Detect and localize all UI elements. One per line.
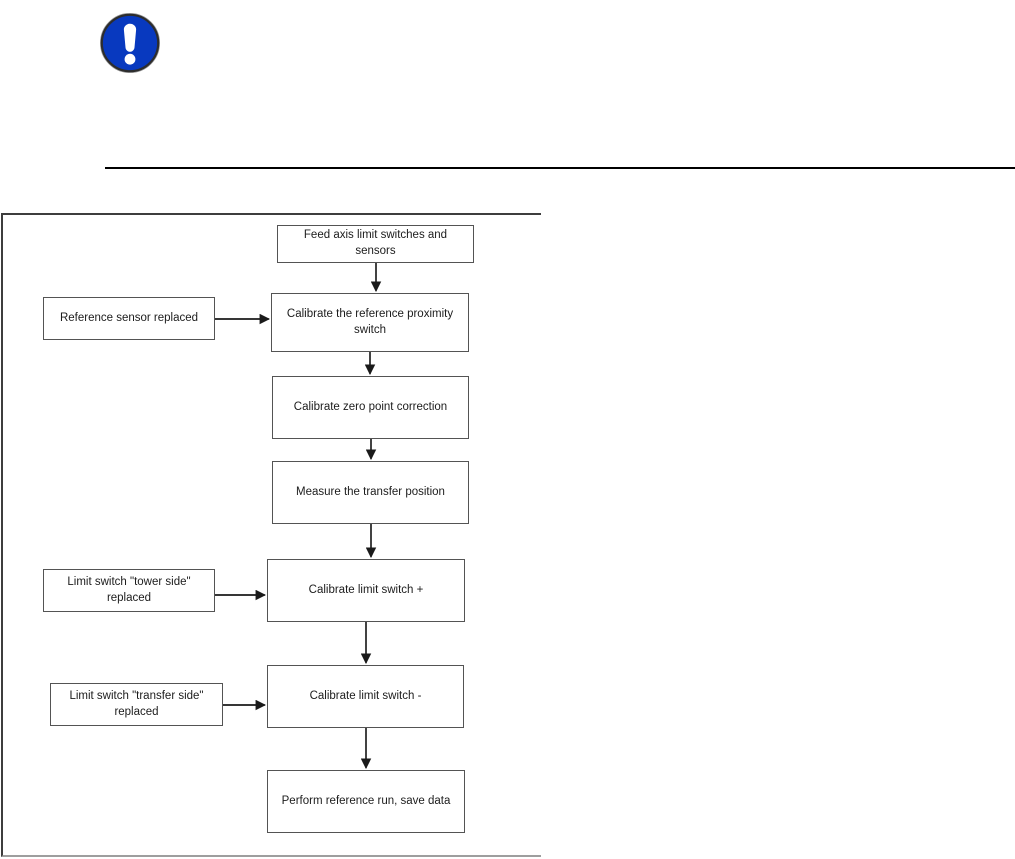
flow-step-calibrate-limit-switch-plus: Calibrate limit switch + — [267, 559, 465, 622]
flow-step-feed-axis-title: Feed axis limit switches and sensors — [277, 225, 474, 263]
flow-step-calibrate-limit-switch-minus: Calibrate limit switch - — [267, 665, 464, 728]
flowchart-frame: Feed axis limit switches and sensors Cal… — [1, 213, 541, 857]
flow-step-calibrate-reference-proximity-switch: Calibrate the reference proximity switch — [271, 293, 469, 352]
section-divider — [105, 167, 1015, 169]
notice-exclamation-icon — [100, 13, 160, 73]
flow-condition-limit-switch-tower-side-replaced: Limit switch "tower side" replaced — [43, 569, 215, 612]
flowchart: Feed axis limit switches and sensors Cal… — [3, 215, 541, 855]
flow-condition-reference-sensor-replaced: Reference sensor replaced — [43, 297, 215, 340]
flow-step-measure-transfer-position: Measure the transfer position — [272, 461, 469, 524]
flow-arrows — [215, 263, 382, 770]
flow-step-perform-reference-run: Perform reference run, save data — [267, 770, 465, 833]
flow-step-calibrate-zero-point-correction: Calibrate zero point correction — [272, 376, 469, 439]
flow-condition-limit-switch-transfer-side-replaced: Limit switch "transfer side" replaced — [50, 683, 223, 726]
